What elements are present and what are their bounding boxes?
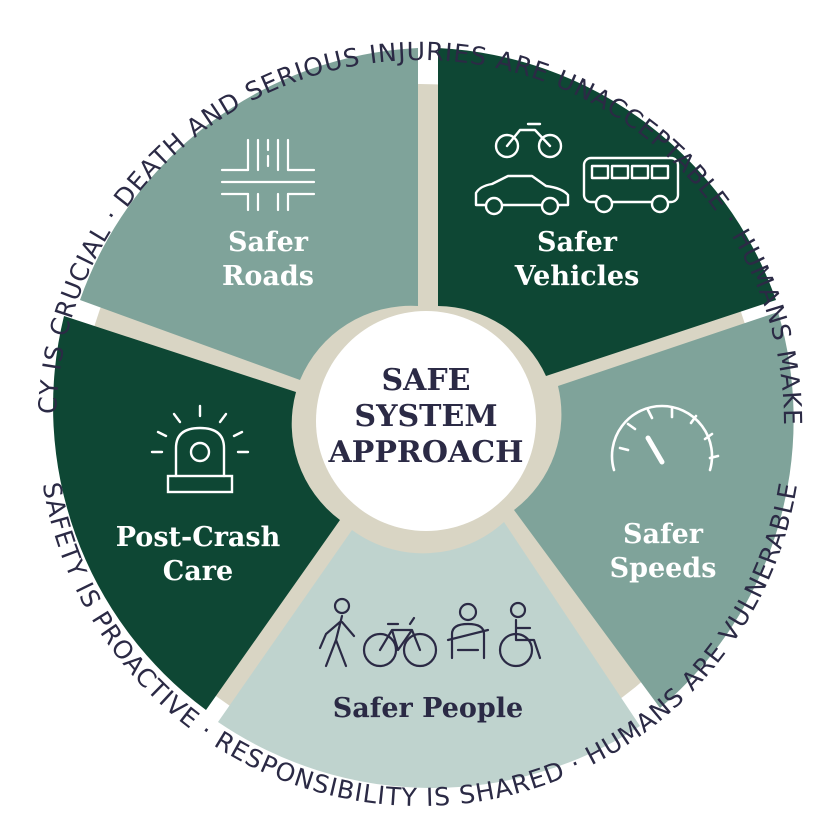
safer-speeds-label-1: Safer: [623, 519, 704, 550]
segment-safer-speeds: [514, 312, 794, 708]
safer-vehicles-label-1: Safer: [537, 227, 618, 258]
safer-speeds-label-2: Speeds: [610, 553, 717, 584]
people-icon: [318, 597, 542, 668]
intersection-icon: [220, 138, 316, 212]
center-line-2: SYSTEM: [354, 399, 497, 434]
safer-roads-label-2: Roads: [222, 261, 314, 292]
segment-safer-people: [218, 522, 640, 788]
segment-post-crash-care: [53, 316, 341, 710]
center-line-1: SAFE: [381, 363, 470, 398]
safer-vehicles-label-2: Vehicles: [514, 261, 640, 292]
center-line-3: APPROACH: [328, 435, 524, 470]
post-crash-label-1: Post-Crash: [116, 522, 281, 553]
segment-safer-roads: [80, 48, 418, 380]
safer-roads-label-1: Safer: [228, 227, 309, 258]
siren-icon: [150, 404, 250, 494]
post-crash-label-2: Care: [163, 556, 233, 587]
center-circle: [316, 311, 536, 531]
safer-people-label: Safer People: [333, 693, 524, 724]
speedometer-icon: [610, 404, 720, 472]
vehicles-icon: [474, 122, 680, 216]
